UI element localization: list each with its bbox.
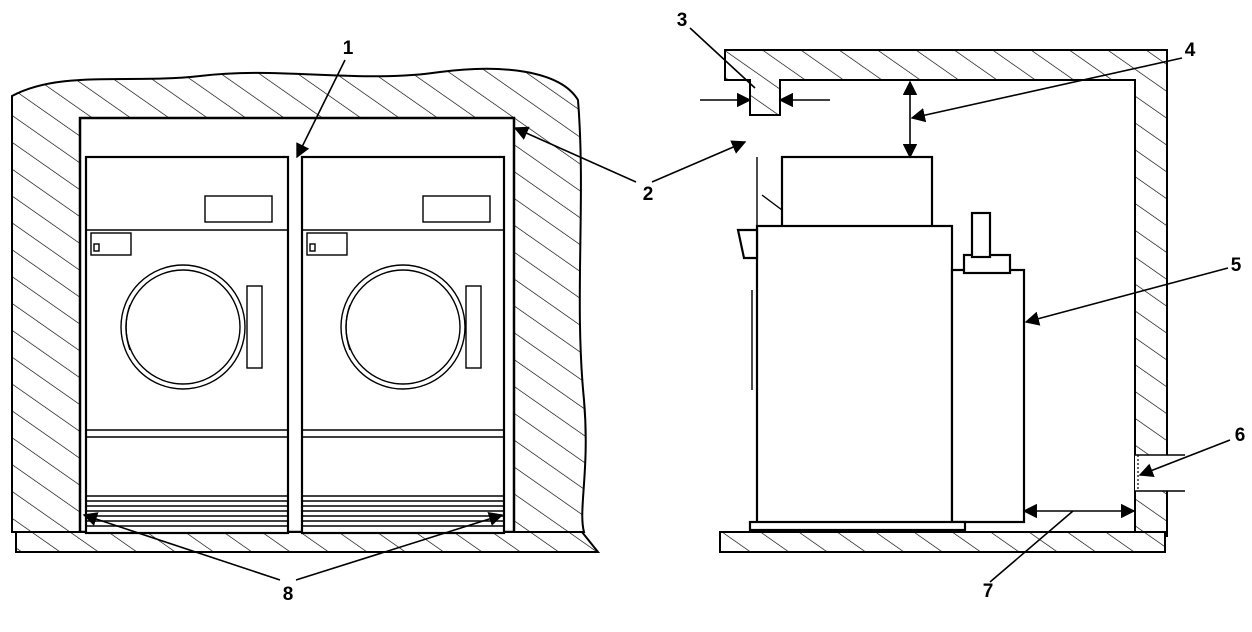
callout-labels: 1 2 3 4 5 6 7 8	[283, 10, 1246, 605]
callout-3: 3	[677, 10, 688, 31]
front-view	[11, 67, 601, 553]
vent-louvers-left	[86, 495, 288, 527]
front-floor	[15, 531, 601, 553]
callout-4: 4	[1185, 40, 1196, 61]
vent-louvers-right	[302, 495, 504, 527]
dryer-side	[736, 155, 1026, 532]
callout-6: 6	[1235, 425, 1246, 446]
side-view	[719, 49, 1185, 553]
dryer-right	[300, 155, 506, 535]
side-floor	[719, 531, 1166, 553]
side-wall-hatch	[724, 49, 1168, 537]
callout-2: 2	[643, 184, 654, 205]
front-wall-hatch	[11, 67, 587, 533]
leaders	[82, 27, 1231, 583]
callout-5: 5	[1231, 255, 1242, 276]
callout-7: 7	[983, 581, 994, 602]
exhaust-opening	[1135, 455, 1169, 491]
dryer-left	[84, 155, 290, 535]
callout-1: 1	[343, 38, 354, 59]
callout-8: 8	[283, 584, 294, 605]
